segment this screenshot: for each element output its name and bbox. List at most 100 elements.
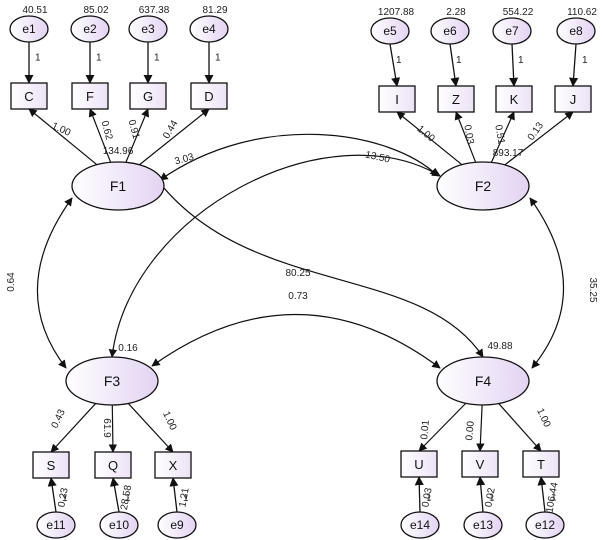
loading-label-f: 0.62 xyxy=(99,120,115,142)
error-path-e5 xyxy=(389,43,401,87)
error-e9 xyxy=(157,511,197,539)
loading-path-t xyxy=(498,403,542,452)
error-label-e4: e4 xyxy=(202,22,216,36)
error-path-e14 xyxy=(414,476,424,513)
indicator-label-q: Q xyxy=(108,458,118,473)
error-e6 xyxy=(430,17,470,45)
loading-path-u xyxy=(418,402,467,452)
error-variance-e12: 106.44 xyxy=(544,481,560,513)
loading-label-d: 0.44 xyxy=(161,118,180,141)
latent-variance-f1: 134.96 xyxy=(103,146,134,157)
loading-path-s xyxy=(50,403,97,453)
loading-label-j: 0.13 xyxy=(526,120,546,143)
error-variance-e3: 637.38 xyxy=(139,5,170,16)
error-variance-e1: 40.51 xyxy=(22,5,47,16)
error-e11 xyxy=(36,511,76,539)
covariance-label-f2-f4: 35.25 xyxy=(587,277,598,302)
covariance-f2-f3-b xyxy=(159,133,439,181)
error-label-e12: e12 xyxy=(535,518,555,532)
loading-label-z: 0.03 xyxy=(461,124,475,146)
indicator-box-v xyxy=(461,450,499,478)
error-label-e8: e8 xyxy=(569,24,583,38)
latent-variance-f2: 893.17 xyxy=(493,148,524,159)
loading-label-c: 1.00 xyxy=(50,121,73,139)
indicator-label-g: G xyxy=(143,89,153,104)
error-variance-e8: 110.62 xyxy=(567,7,597,18)
indicator-label-d: D xyxy=(204,89,213,104)
covariance-f2-f4 xyxy=(529,197,565,369)
latent-f1 xyxy=(71,161,165,211)
loading-path-z xyxy=(454,111,477,163)
loading-label-t: 1.00 xyxy=(534,407,552,430)
loading-label-s: 0.43 xyxy=(50,407,68,430)
error-variance-e10: 28.58 xyxy=(119,484,134,511)
error-label-e7: e7 xyxy=(505,24,519,38)
indicator-box-i xyxy=(378,85,416,113)
error-label-e13: e13 xyxy=(473,518,493,532)
error-variance-e6: 2.28 xyxy=(446,7,466,18)
loading-path-q xyxy=(108,404,118,453)
covariance-f3-f4 xyxy=(151,313,441,369)
error-path-weight-e8: 1 xyxy=(582,55,588,66)
error-label-e2: e2 xyxy=(83,22,97,36)
indicator-box-q xyxy=(94,451,132,479)
latent-label-f2: F2 xyxy=(475,178,492,194)
covariance-label-f2-f3-a: 3.03 xyxy=(174,152,196,168)
loading-path-k xyxy=(490,111,515,163)
indicator-box-f xyxy=(71,82,109,110)
covariance-label-f1-f4: 80.25 xyxy=(285,268,310,279)
error-path-weight-e7: 1 xyxy=(518,55,524,66)
loading-path-v xyxy=(476,404,485,452)
indicator-label-v: V xyxy=(476,457,485,472)
error-e3 xyxy=(128,15,168,43)
paths-layer xyxy=(24,42,579,513)
error-path-e10 xyxy=(109,477,120,513)
error-path-e11 xyxy=(47,477,57,513)
indicator-box-j xyxy=(554,85,592,113)
latent-f3 xyxy=(65,356,159,406)
error-path-weight-e2: 1 xyxy=(96,53,102,64)
error-variance-e2: 85.02 xyxy=(83,5,108,16)
error-path-weight-e5: 1 xyxy=(396,55,402,66)
error-path-weight-e9: 1 xyxy=(183,493,189,504)
error-label-e9: e9 xyxy=(170,518,184,532)
error-path-e9 xyxy=(169,477,179,513)
error-path-weight-e3: 1 xyxy=(154,53,160,64)
error-path-weight-e6: 1 xyxy=(456,55,462,66)
loading-path-f xyxy=(88,108,112,163)
error-variance-e5: 1207.88 xyxy=(378,7,415,18)
error-e14 xyxy=(400,511,440,539)
indicator-label-u: U xyxy=(414,457,423,472)
indicator-box-z xyxy=(437,85,475,113)
error-variance-e14: 0.03 xyxy=(420,487,434,509)
error-label-e11: e11 xyxy=(46,518,65,532)
loading-path-d xyxy=(139,108,210,166)
error-path-weight-e13: 1 xyxy=(489,493,495,504)
error-path-weight-e12: 1 xyxy=(551,493,557,504)
covariance-f1-f4 xyxy=(149,169,484,358)
error-path-e6 xyxy=(449,43,460,87)
indicator-label-x: X xyxy=(169,458,178,473)
error-path-weight-e11: 1 xyxy=(62,493,68,504)
error-path-e7 xyxy=(509,43,519,87)
indicator-label-c: C xyxy=(24,89,33,104)
indicator-box-c xyxy=(10,82,48,110)
latent-f2 xyxy=(436,161,530,211)
loading-label-g: 0.91 xyxy=(126,119,142,141)
error-path-e13 xyxy=(476,476,486,513)
loading-label-v: 0.00 xyxy=(464,420,477,441)
error-variance-e4: 81.29 xyxy=(202,5,227,16)
loading-path-j xyxy=(504,111,574,166)
loading-path-i xyxy=(396,111,463,166)
latent-f4 xyxy=(436,356,530,406)
error-label-e14: e14 xyxy=(410,518,430,532)
error-label-e3: e3 xyxy=(141,22,155,36)
loading-label-x: 1.00 xyxy=(160,410,178,433)
indicator-box-u xyxy=(400,450,438,478)
error-e2 xyxy=(70,15,110,43)
covariance-label-f1-f3: 0.64 xyxy=(6,272,17,292)
latent-label-f3: F3 xyxy=(104,373,121,389)
